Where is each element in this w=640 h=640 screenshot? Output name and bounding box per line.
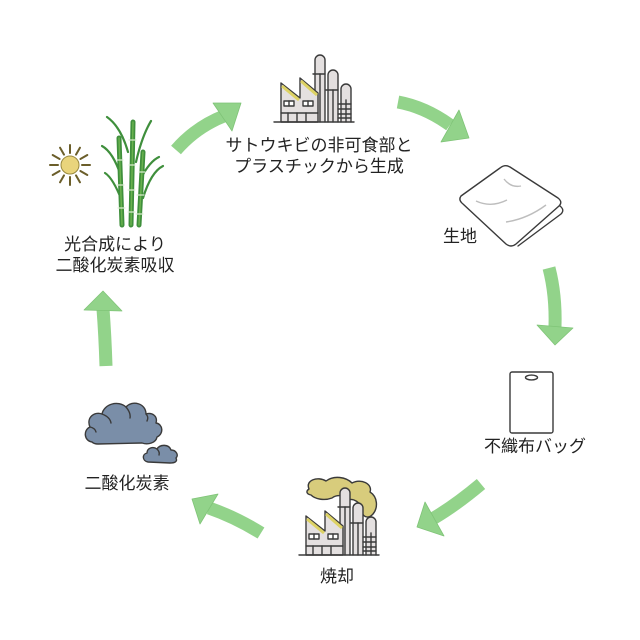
label-line: 光合成により [64,235,166,255]
sun-ray [79,170,89,176]
node-label-bag: 不織布バッグ [415,437,640,458]
arrow-fabric-to-bag [536,266,574,346]
sun-ray [59,146,65,156]
sun-ray [79,154,89,160]
label-line: プラスチックから生成 [234,157,404,177]
arrow-production-to-fabric [396,95,470,143]
arrow-co2-to-photosynthesis [83,290,123,367]
node-label-co2: 二酸化炭素 [7,474,247,495]
sun-ray [59,174,65,184]
cloud-icon [84,402,178,464]
arrow-bag-to-incineration [416,479,486,537]
sun-ray [75,146,81,156]
sun-icon [49,144,91,186]
sugarcane-sun-icon [49,115,165,228]
label-line: 焼却 [320,567,354,587]
sun-ray [75,174,81,184]
factory-icon [272,53,356,124]
sun-ray [51,170,61,176]
label-line: 二酸化炭素 [84,474,170,494]
label-line: 生地 [443,227,477,247]
node-label-fabric: 生地 [443,227,477,248]
node-label-production: サトウキビの非可食部と プラスチックから生成 [199,136,439,178]
nonwoven-bag-icon [509,371,554,434]
fabric-icon [459,165,564,247]
sun-ray [51,154,61,160]
label-line: サトウキビの非可食部と [225,136,413,156]
smoke-icon [306,476,378,518]
sugarcane-icon [100,115,165,228]
node-label-incineration: 焼却 [217,567,457,588]
arrow-incineration-to-co2 [191,493,265,539]
factory-smoke-icon [297,476,381,557]
label-line: 不織布バッグ [484,437,586,457]
arrow-photosynthesis-to-production [171,102,242,155]
label-line: 二酸化炭素吸収 [55,256,175,276]
node-label-photosynthesis: 光合成により 二酸化炭素吸収 [0,235,235,277]
